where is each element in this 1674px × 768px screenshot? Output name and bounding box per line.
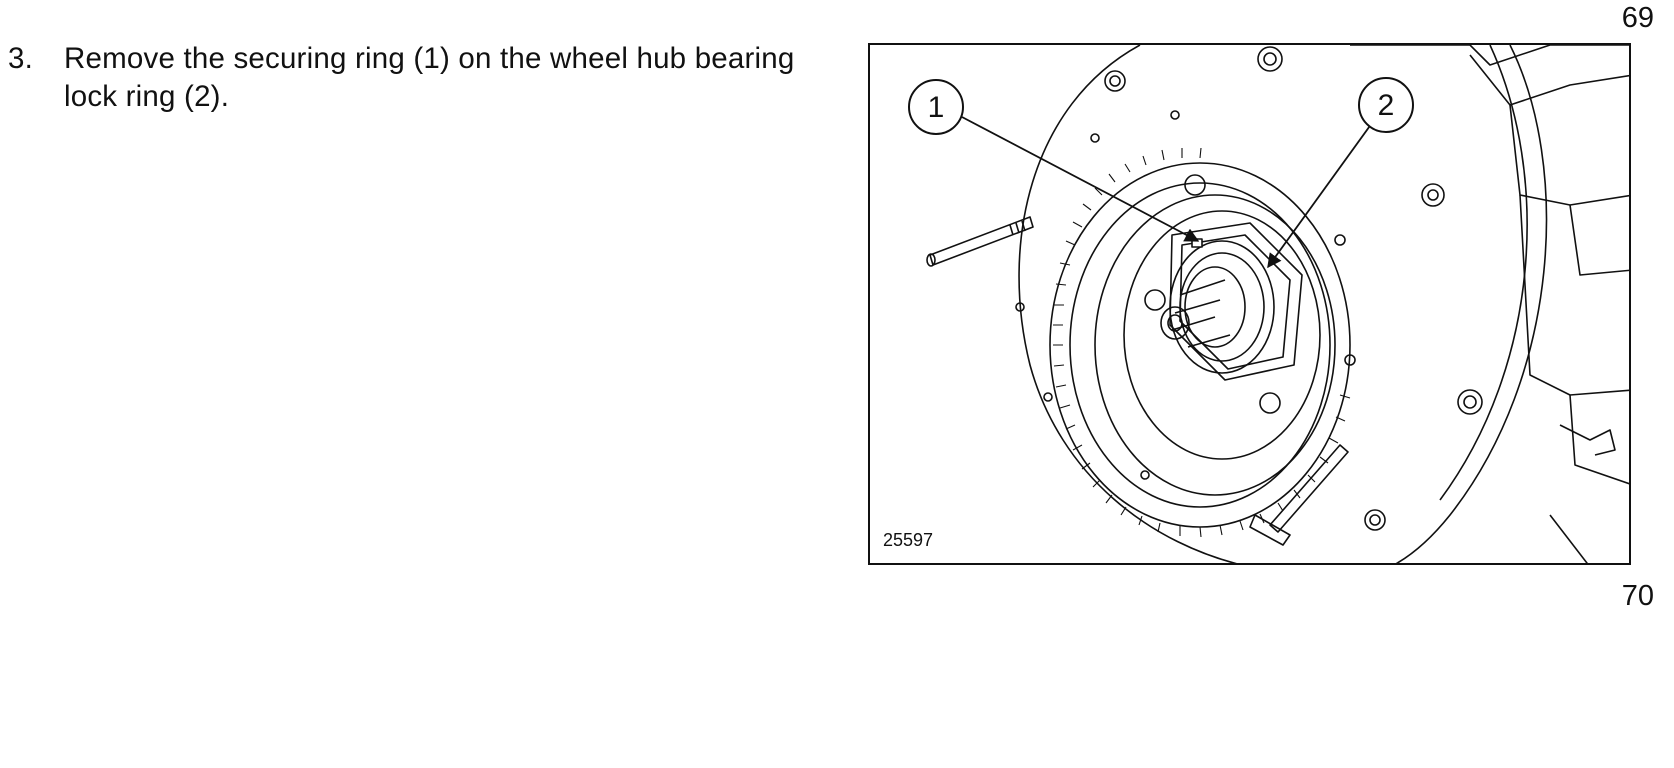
callout-2-leader (1267, 122, 1373, 269)
step-text: Remove the securing ring (1) on the whee… (64, 42, 795, 113)
outer-flange-edge (1018, 45, 1238, 563)
flange-bolt-holes (1015, 46, 1483, 531)
page-number-top: 69 (1621, 2, 1654, 34)
wheel-hub-drawing: 1 2 (908, 45, 1629, 563)
page-number-bottom: 70 (1621, 580, 1654, 612)
callout-1-leader (961, 116, 1200, 242)
callout-1-label: 1 (928, 91, 945, 124)
bearing-lock-ring (1169, 222, 1303, 381)
instruction-step: 3. Remove the securing ring (1) on the w… (8, 40, 798, 116)
callout-2-label: 2 (1378, 89, 1395, 122)
step-number: 3. (8, 42, 34, 75)
figure-id: 25597 (883, 530, 934, 550)
callout-2-marker (1358, 77, 1414, 133)
stud-bolt-lower (1249, 444, 1349, 546)
callout-1-marker (908, 79, 964, 135)
stud-bolt (926, 216, 1034, 267)
splined-shaft (1160, 266, 1246, 348)
technical-illustration: 1 2 25597 (868, 43, 1631, 565)
securing-ring (1169, 240, 1275, 374)
